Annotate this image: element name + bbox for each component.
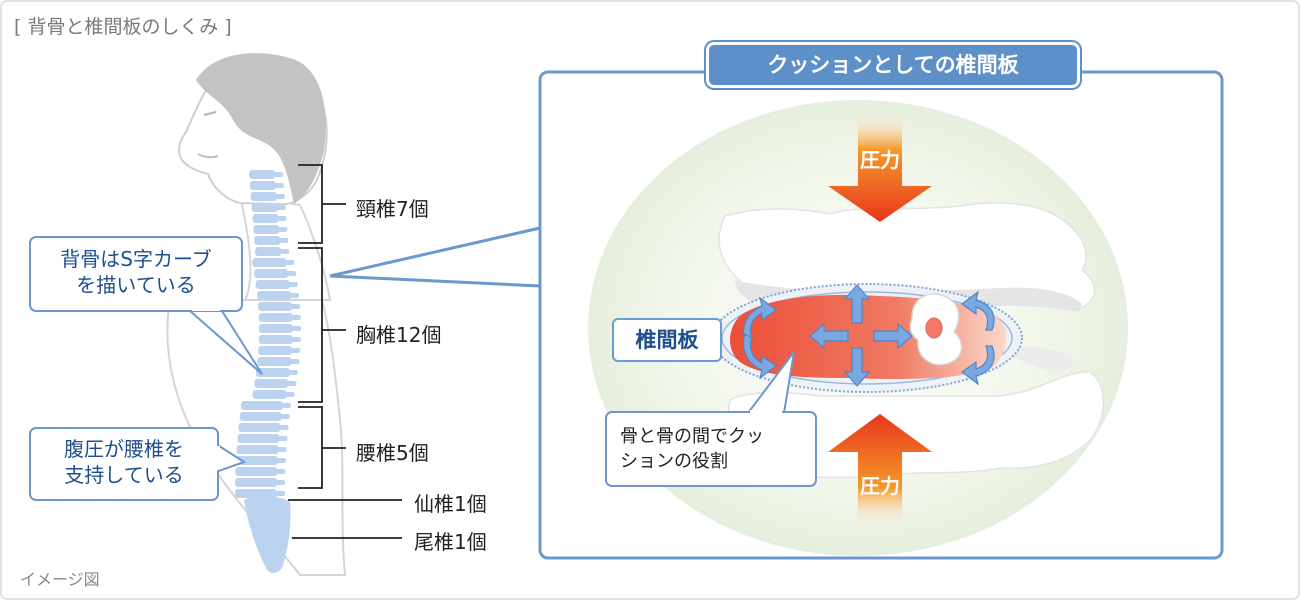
vertebra-process [284,381,297,386]
vertebra [255,247,282,256]
disc-label: 椎間板 [612,318,722,362]
vertebra-process [288,337,301,342]
vertebra-process [274,447,287,452]
callout-s-curve [29,236,263,375]
label-sacrum: 仙椎1個 [414,492,487,516]
vertebra [252,258,287,267]
callout-abdominal-line2: 支持している [64,463,184,487]
vertebra [249,181,276,190]
zoom-connector [329,226,541,288]
callout-s-curve-line1: 背骨はS字カーブ [60,247,212,271]
label-coccyx: 尾椎1個 [414,530,487,554]
callout-abdominal-line1: 腹圧が腰椎を [64,437,184,461]
vertebra [251,203,278,212]
vertebra-process [271,183,284,188]
vertebra [254,379,289,388]
vertebra [236,445,279,454]
vertebra [252,214,279,223]
vertebra-process [282,392,295,397]
vertebra [250,192,277,201]
vertebra-process [282,260,295,265]
callout-s-curve-text: 背骨はS字カーブ を描いている [30,246,242,298]
vertebra-process [276,238,289,243]
vertebra [253,225,280,234]
vertebra [239,412,282,421]
vertebra-process [275,436,288,441]
pressure-arrow-bottom [828,414,932,528]
spine [235,170,301,574]
vertebra-process [277,414,290,419]
vertebra-process [285,282,298,287]
vertebra [254,236,281,245]
callout-cushion [605,351,817,487]
vertebra [237,434,280,443]
sacrum-coccyx [244,496,291,574]
vertebra [254,269,289,278]
callout-abdominal-text: 腹圧が腰椎を 支持している [30,436,218,488]
vertebra-process [273,491,286,496]
vertebra [252,390,287,399]
vertebra [235,456,278,465]
pressure-label-top: 圧力 [860,148,900,172]
vertebra-process [288,304,301,309]
vertebra-process [288,326,301,331]
vertebra [249,170,275,179]
callout-cushion-text: 骨と骨の間でクッ ションの役割 [620,424,764,474]
vertebra-process [271,172,283,177]
vertebra-process [276,425,289,430]
vertebra [257,357,292,366]
vertebra-process [278,403,291,408]
vertebra [240,401,283,410]
label-cervical: 頸椎7個 [356,197,429,221]
callout-abdominal [29,427,247,501]
label-thoracic: 胸椎12個 [356,323,442,347]
vertebra-process [277,249,290,254]
vertebra-process [273,480,286,485]
vertebra-process [288,348,301,353]
callout-cushion-line1: 骨と骨の間でクッ [620,426,764,447]
vertebra [235,478,278,487]
vertebra [235,489,278,498]
disc-inner-ring [721,291,1013,385]
vertebra-process [275,227,288,232]
vertebra-process [287,293,300,298]
vertebra [258,335,293,344]
vertebra [258,313,293,322]
vertebra-process [287,359,300,364]
vertebra-process [284,271,297,276]
vertebra-process [272,194,285,199]
expansion-arrows [742,284,995,387]
image-caption: イメージ図 [20,570,100,589]
pressure-label-bottom: 圧力 [860,474,900,498]
label-lumbar: 腰椎5個 [356,441,429,465]
callout-cushion-line2: ションの役割 [620,451,728,472]
vertebra [255,368,290,377]
callout-s-curve-line2: を描いている [76,273,196,297]
vertebra [255,280,290,289]
diagram-title: [ 背骨と椎間板のしくみ ] [14,16,232,38]
pressure-arrow-top [828,110,932,222]
vertebra [258,324,293,333]
vertebra-brackets [288,164,402,539]
vertebra [257,291,292,300]
vertebra-process [288,315,301,320]
vertebra [258,346,293,355]
panel-title: クッションとしての椎間板 [706,42,1080,88]
vertebra-process [273,458,286,463]
vertebra [258,302,293,311]
vertebra-process [274,216,287,221]
vertebra [238,423,281,432]
vertebra [235,467,278,476]
vertebra-process [285,370,298,375]
vertebra-process [273,205,286,210]
vertebra-process [273,469,286,474]
